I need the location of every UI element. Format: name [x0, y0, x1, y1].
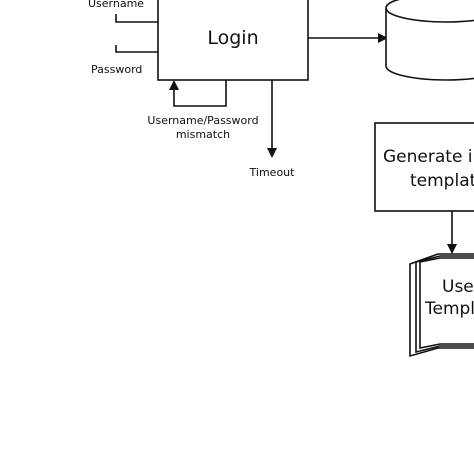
generate-process: Generate i templat	[374, 122, 474, 212]
template-document-icon: Usen Templa	[409, 253, 474, 358]
username-label: Username	[88, 0, 144, 10]
password-input: Password	[91, 45, 158, 76]
template-front-page	[419, 257, 474, 349]
generate-label-line1: Generate i	[383, 147, 473, 167]
mismatch-label-line1: Username/Password	[147, 114, 258, 127]
password-connector	[115, 45, 158, 53]
password-label: Password	[91, 63, 142, 76]
username-connector	[115, 14, 158, 23]
timeout-branch: Timeout	[249, 80, 296, 179]
generate-label-line2: templat	[410, 171, 474, 191]
login-box	[157, 0, 309, 81]
generate-box	[374, 122, 474, 212]
mismatch-arrow	[169, 80, 227, 107]
mismatch-label-line2: mismatch	[176, 128, 230, 141]
database-cylinder-icon	[385, 0, 474, 81]
template-label-line2: Templa	[424, 299, 474, 319]
login-process: Login	[157, 0, 309, 81]
database-body	[385, 8, 474, 81]
login-label: Login	[207, 27, 258, 49]
database-top	[385, 0, 474, 23]
username-input: Username	[88, 0, 158, 23]
mismatch-loop: Username/Password mismatch	[147, 80, 259, 141]
timeout-label: Timeout	[249, 166, 296, 179]
template-label-line1: Usen	[442, 277, 474, 297]
